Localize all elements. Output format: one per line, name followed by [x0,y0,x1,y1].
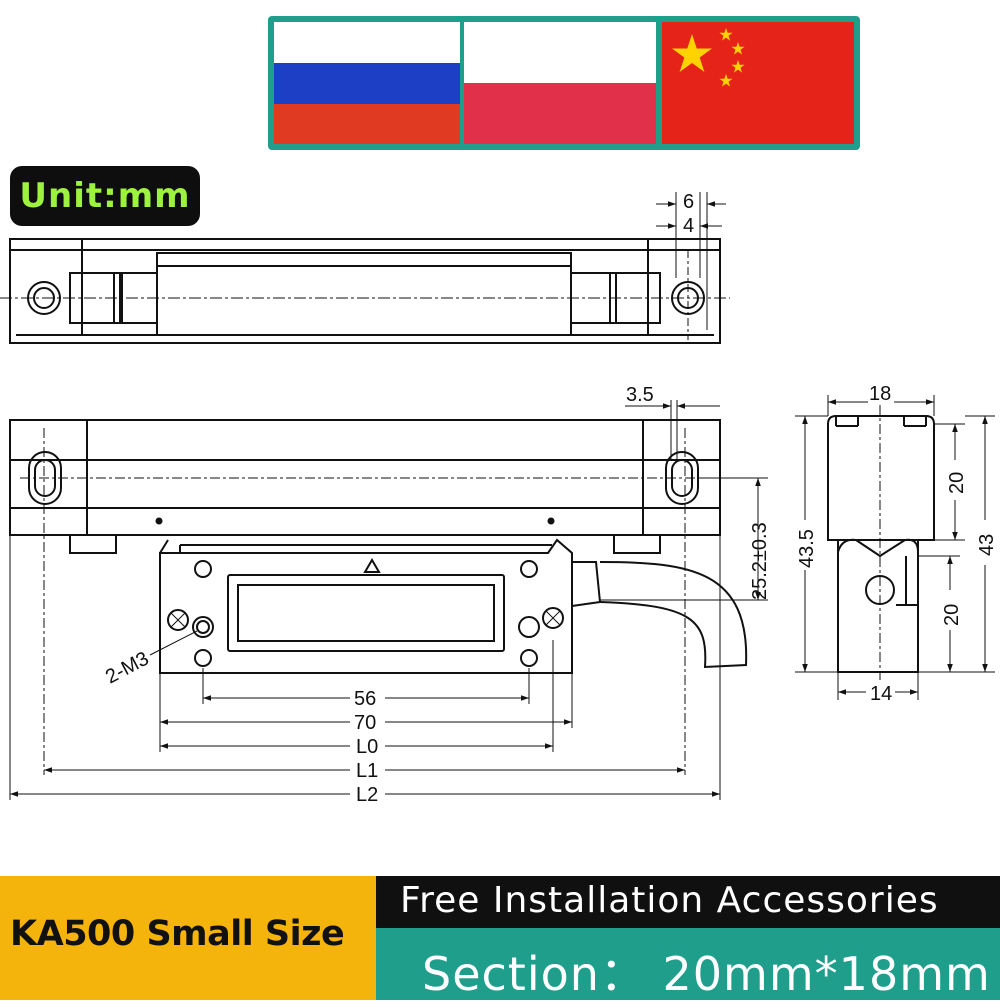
china-flag-small-star [731,42,745,55]
dim-L1-label: L1 [356,760,378,782]
front-view [9,400,768,800]
section-text: Section： 20mm*18mm [422,947,991,1001]
china-flag-big-star [672,34,712,72]
model-banner: KA500 Small Size [0,876,376,1000]
model-title: KA500 Small Size [10,914,345,954]
dim-18-label: 18 [869,383,891,405]
dim-43-label: 43 [976,534,998,556]
dim-56-label: 56 [354,688,376,710]
china-flag-small-star [719,28,733,41]
unit-badge: Unit:mm [10,166,200,226]
dim-20-lower-label: 20 [941,604,963,626]
poland-flag [464,22,656,144]
read-head-window [227,574,505,652]
dim-20-upper-label: 20 [946,472,968,494]
dim-25-2-label: 25.2±0.3 [749,522,771,600]
dim-4-label: 4 [683,215,694,237]
china-flag-small-star [719,74,733,87]
accessories-banner: Free Installation Accessories [376,876,1000,928]
dim-L2-label: L2 [356,784,378,806]
dim-70-label: 70 [354,712,376,734]
dim-14-label: 14 [870,683,892,705]
side-view [795,395,995,700]
hole-spec-label: 2-M3 [102,648,153,689]
russia-flag [274,22,460,144]
dim-L0-label: L0 [356,736,378,758]
direction-triangle-icon [363,558,381,573]
dim-3-5-label: 3.5 [626,384,654,406]
cable [571,561,602,607]
flags-banner [268,16,860,150]
dim-6-label: 6 [683,191,694,213]
china-flag [662,22,854,144]
dim-43-5-label: 43.5 [796,529,818,568]
section-banner: Section： 20mm*18mm [376,928,1000,1001]
top-view [0,192,730,344]
china-flag-small-star [731,60,745,73]
accessories-text: Free Installation Accessories [400,880,939,921]
technical-drawing: 6 4 [0,191,998,806]
